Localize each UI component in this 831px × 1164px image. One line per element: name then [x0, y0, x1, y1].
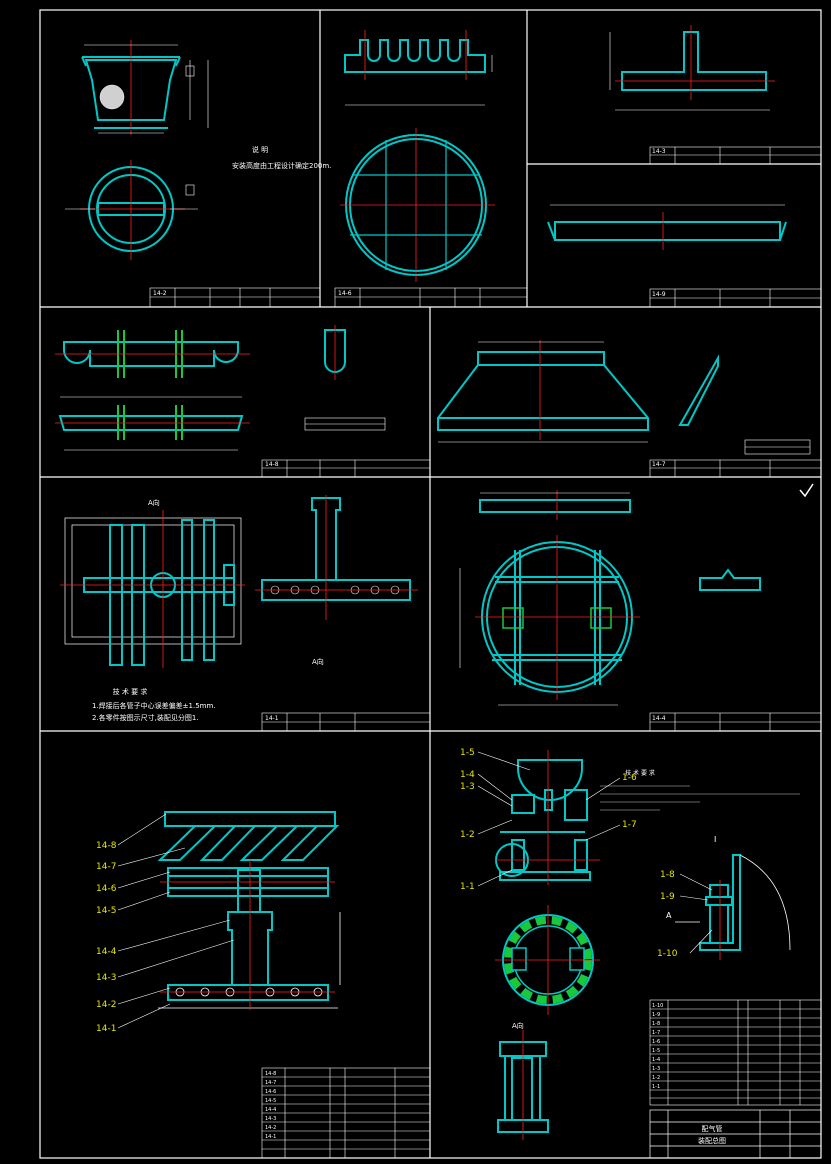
- callout-14-8: 14-8: [96, 841, 117, 851]
- callout-1-10: 1-10: [657, 949, 678, 959]
- part-drawing-14-7: 14-7: [437, 340, 822, 478]
- title-block-14-1: 14-1: [265, 715, 279, 722]
- bom-row-14-4: 14-4: [265, 1107, 276, 1113]
- bom-row-1-3: 1-3: [652, 1066, 660, 1072]
- callout-14-3: 14-3: [96, 973, 116, 983]
- callout-1-7: 1-7: [622, 820, 637, 830]
- title-block-14-7: 14-7: [652, 461, 666, 468]
- tech-req-title: 技 术 要 求: [113, 687, 148, 696]
- assembly-drawing-1: A向 I A: [460, 748, 822, 1159]
- tech-req-line-1: 1.焊接后各管子中心误差偏差±1.5mm.: [92, 701, 216, 710]
- view-label-a-top: A向: [148, 498, 160, 507]
- bom-table-right: [649, 999, 822, 1106]
- title-block-14-2: 14-2: [153, 290, 167, 297]
- callout-1-9: 1-9: [660, 892, 675, 902]
- bom-row-1-7: 1-7: [652, 1030, 660, 1036]
- part-drawing-14-8: 14-8: [55, 325, 431, 478]
- ring-plan-view: [495, 905, 600, 1015]
- title-block-14-8: 14-8: [265, 461, 279, 468]
- assembly-drawing-14: 14-8 14-7 14-6 14-5 14-4 14-3 14-2 14-1: [96, 811, 431, 1159]
- title-block-14-6: 14-6: [338, 290, 352, 297]
- callout-14-5: 14-5: [96, 906, 116, 916]
- bom-table-left: [261, 1067, 431, 1159]
- callout-14-6: 14-6: [96, 884, 117, 894]
- note-title: 说 明: [252, 145, 268, 154]
- checkmark-icon: [799, 483, 814, 498]
- detail-label-i: I: [714, 835, 716, 844]
- bom-row-1-1: 1-1: [652, 1084, 660, 1090]
- view-label-a-bottom: A向: [312, 657, 324, 666]
- tech-req-line-2: 2.各零件按图示尺寸,装配见分图1.: [92, 713, 199, 722]
- bom-row-1-2: 1-2: [652, 1075, 660, 1081]
- bom-row-1-5: 1-5: [652, 1048, 660, 1054]
- bom-row-14-3: 14-3: [265, 1116, 276, 1122]
- bom-row-1-8: 1-8: [652, 1021, 660, 1027]
- view-label-a-lower: A向: [512, 1021, 524, 1030]
- note-text: 安装高度由工程设计确定200m.: [232, 161, 331, 170]
- tech-req-title-right: 技 术 要 求: [625, 769, 655, 777]
- part-drawing-14-3: 14-3: [609, 25, 822, 165]
- bom-row-14-6: 14-6: [265, 1089, 276, 1095]
- bom-row-14-5: 14-5: [265, 1098, 276, 1104]
- part-drawing-14-9: 14-9: [547, 204, 822, 308]
- callout-1-3: 1-3: [460, 782, 475, 792]
- callout-14-4: 14-4: [96, 947, 117, 957]
- part-drawing-14-1: A向 A向 技 术 要 求 1.焊接后各管子中心误差偏差±1.5mm. 2.各零…: [60, 495, 431, 732]
- title-block-14-4: 14-4: [652, 715, 666, 722]
- bom-row-14-2: 14-2: [265, 1125, 276, 1131]
- callout-14-1: 14-1: [96, 1024, 116, 1034]
- callout-1-4: 1-4: [460, 770, 475, 780]
- bom-row-1-10: 1-10: [652, 1003, 663, 1009]
- bom-row-1-6: 1-6: [652, 1039, 660, 1045]
- main-title-block: [649, 1109, 822, 1159]
- bom-row-14-7: 14-7: [265, 1080, 276, 1086]
- bom-row-1-9: 1-9: [652, 1012, 660, 1018]
- part-drawing-14-2: 说 明 安装高度由工程设计确定200m. 14-2: [65, 40, 331, 308]
- callout-1-6: 1-6: [622, 773, 637, 783]
- bom-row-14-1: 14-1: [265, 1134, 276, 1140]
- callout-14-7: 14-7: [96, 862, 116, 872]
- bom-row-1-4: 1-4: [652, 1057, 660, 1063]
- callout-1-5: 1-5: [460, 748, 475, 758]
- title-block-14-3: 14-3: [652, 148, 666, 155]
- part-drawing-14-4: 14-4: [459, 483, 822, 732]
- main-title-line-2: 装配总图: [698, 1136, 726, 1145]
- arrow-label-a: A: [666, 911, 672, 920]
- callout-1-8: 1-8: [660, 870, 675, 880]
- title-block-14-9: 14-9: [652, 291, 666, 298]
- main-title-line-1: 配气管: [702, 1124, 723, 1133]
- part-drawing-14-6: 14-6: [334, 30, 528, 308]
- callout-1-2: 1-2: [460, 830, 475, 840]
- grate-hatch: [99, 84, 125, 110]
- bom-row-14-8: 14-8: [265, 1071, 276, 1077]
- detail-view-i: I A: [666, 835, 791, 960]
- callout-1-1: 1-1: [460, 882, 475, 892]
- callout-14-2: 14-2: [96, 1000, 116, 1010]
